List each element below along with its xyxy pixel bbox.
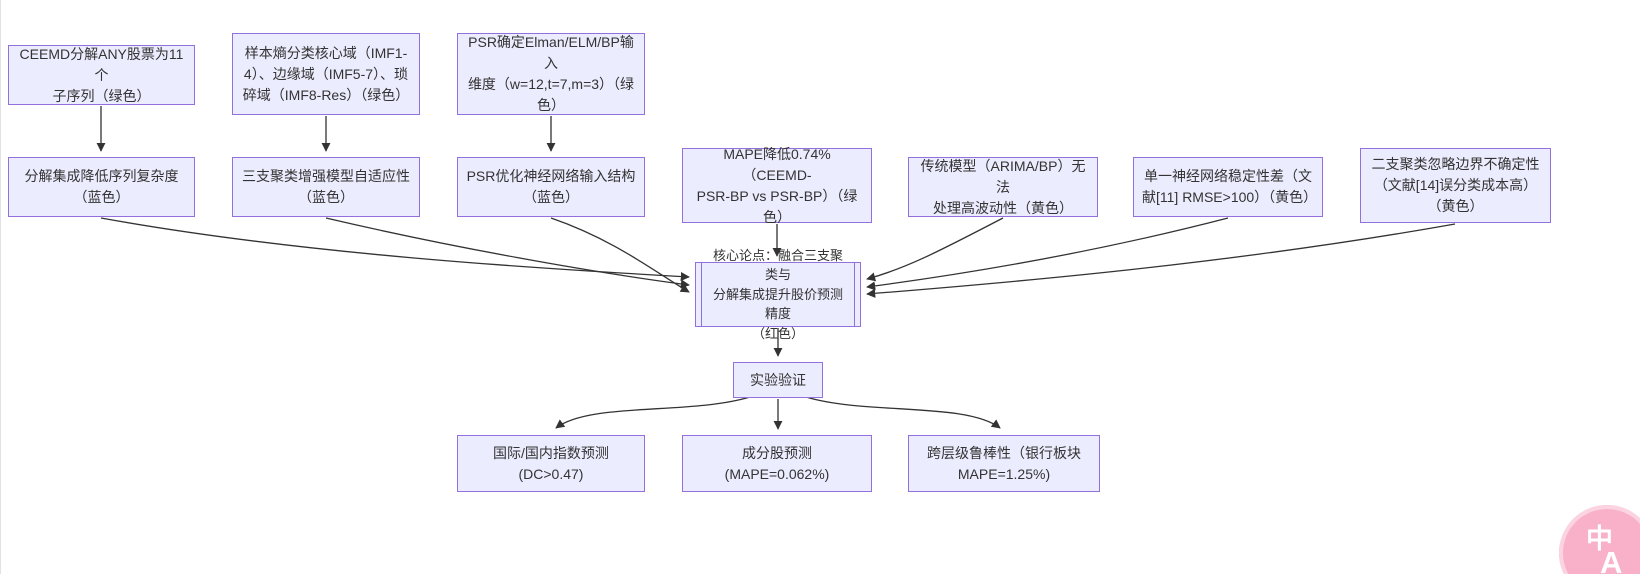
node-three-way-clustering-adaptivity[interactable]: 三支聚类增强模型自适应性 （蓝色） bbox=[232, 157, 420, 217]
node-two-way-clustering-limits[interactable]: 二支聚类忽略边界不确定性 （文献[14]误分类成本高） （黄色） bbox=[1360, 148, 1551, 223]
edge-L-M bbox=[555, 396, 751, 429]
node-decomposition-complexity[interactable]: 分解集成降低序列复杂度 （蓝色） bbox=[8, 157, 195, 217]
node-ceemd-decomposition[interactable]: CEEMD分解ANY股票为11个 子序列（绿色） bbox=[8, 45, 195, 105]
edge-H-K bbox=[866, 217, 1004, 282]
node-sample-entropy-domains[interactable]: 样本熵分类核心域（IMF1- 4）、边缘域（IMF5-7）、琐 碎域（IMF8-… bbox=[232, 33, 420, 115]
edge-E-K bbox=[325, 217, 690, 289]
node-mape-reduction[interactable]: MAPE降低0.74%（CEEMD- PSR-BP vs PSR-BP）（绿 色… bbox=[682, 146, 872, 225]
node-label: 跨层级鲁棒性（银行板块 MAPE=1.25%) bbox=[927, 444, 1081, 482]
translate-zh-icon: 中 bbox=[1586, 524, 1613, 554]
edge-L-O bbox=[805, 396, 1001, 429]
node-core-thesis[interactable]: 核心论点：融合三支聚类与 分解集成提升股价预测精度 （红色） bbox=[695, 248, 861, 341]
edge-J-K bbox=[866, 223, 1456, 298]
node-label: 核心论点：融合三支聚类与 分解集成提升股价预测精度 （红色） bbox=[712, 247, 843, 341]
node-label: PSR确定Elman/ELM/BP输入 维度（w=12,t=7,m=3）（绿 色… bbox=[467, 34, 635, 113]
window-edge-divider bbox=[0, 0, 1, 574]
node-single-nn-instability[interactable]: 单一神经网络稳定性差（文 献[11] RMSE>100）（黄色） bbox=[1133, 157, 1323, 217]
translate-a-icon: A bbox=[1600, 545, 1623, 574]
node-psr-input-dimensions[interactable]: PSR确定Elman/ELM/BP输入 维度（w=12,t=7,m=3）（绿 色… bbox=[457, 33, 645, 115]
edge-I-K bbox=[866, 217, 1229, 291]
node-cross-level-robustness[interactable]: 跨层级鲁棒性（银行板块 MAPE=1.25%) bbox=[908, 435, 1100, 492]
node-label: 实验验证 bbox=[750, 371, 806, 388]
node-constituent-stock-prediction[interactable]: 成分股预测 (MAPE=0.062%) bbox=[682, 435, 872, 492]
node-label: MAPE降低0.74%（CEEMD- PSR-BP vs PSR-BP）（绿 色… bbox=[696, 145, 858, 225]
node-label: CEEMD分解ANY股票为11个 子序列（绿色） bbox=[19, 45, 184, 104]
node-label: 二支聚类忽略边界不确定性 （文献[14]误分类成本高） （黄色） bbox=[1371, 156, 1540, 214]
node-label: 成分股预测 (MAPE=0.062%) bbox=[724, 444, 830, 482]
edge-D-K bbox=[100, 217, 690, 282]
node-label: 传统模型（ARIMA/BP）无法 处理高波动性（黄色） bbox=[920, 157, 1086, 216]
edge-F-K bbox=[550, 217, 690, 293]
node-traditional-model-limits[interactable]: 传统模型（ARIMA/BP）无法 处理高波动性（黄色） bbox=[908, 157, 1098, 217]
node-label: 国际/国内指数预测 (DC>0.47) bbox=[493, 444, 609, 482]
node-index-prediction[interactable]: 国际/国内指数预测 (DC>0.47) bbox=[457, 435, 645, 492]
node-experimental-validation[interactable]: 实验验证 bbox=[733, 362, 823, 398]
node-label: 样本熵分类核心域（IMF1- 4）、边缘域（IMF5-7）、琐 碎域（IMF8-… bbox=[242, 44, 410, 103]
node-label: 三支聚类增强模型自适应性 （蓝色） bbox=[242, 168, 410, 205]
node-label: 单一神经网络稳定性差（文 献[11] RMSE>100）（黄色） bbox=[1142, 168, 1318, 205]
node-label: 分解集成降低序列复杂度 （蓝色） bbox=[24, 168, 179, 205]
translate-floating-button[interactable]: 中 A bbox=[1559, 505, 1640, 574]
node-label: PSR优化神经网络输入结构 （蓝色） bbox=[466, 168, 636, 205]
node-psr-optimized-input[interactable]: PSR优化神经网络输入结构 （蓝色） bbox=[457, 157, 645, 217]
